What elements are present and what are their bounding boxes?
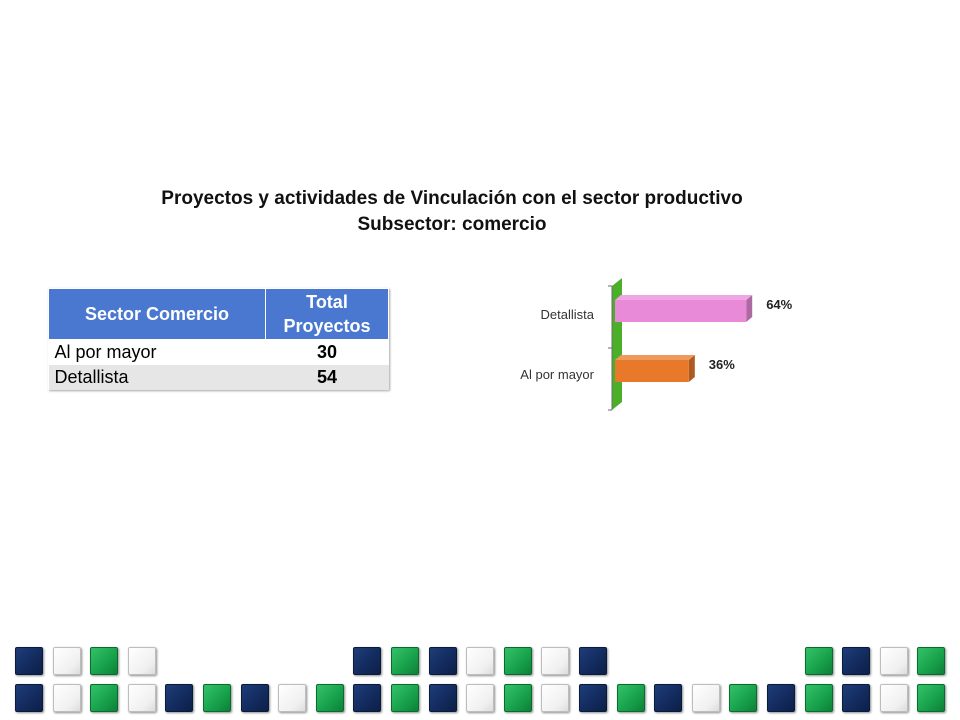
decor-tile [879, 684, 908, 712]
bar [615, 360, 689, 382]
row-value: 30 [265, 339, 389, 365]
decor-tile [127, 647, 156, 675]
decor-tile [503, 647, 532, 675]
column-header-total-word: Total [306, 292, 348, 312]
chart-title: Proyectos y actividades de Vinculación c… [0, 186, 904, 238]
decor-tile [428, 647, 457, 675]
decor-tile [879, 647, 908, 675]
decor-tile [165, 684, 194, 712]
bar-side [746, 295, 753, 322]
decor-tile [90, 647, 119, 675]
decor-tile [767, 684, 795, 712]
bar-top [615, 295, 753, 300]
decor-tile [842, 647, 871, 675]
bar-side [688, 355, 695, 382]
decor-tile [127, 684, 156, 712]
decor-tile [503, 684, 532, 712]
decor-tile [15, 684, 43, 712]
title-line-2: Subsector: comercio [357, 214, 547, 235]
decor-tile [353, 647, 382, 675]
decor-tile [391, 684, 419, 712]
bar-top [615, 355, 695, 360]
decor-tile [466, 647, 495, 675]
decor-tile [240, 684, 269, 712]
decor-tile [391, 647, 419, 675]
decor-tile [691, 684, 720, 712]
row-value: 54 [265, 365, 389, 390]
decor-tile [842, 684, 871, 712]
decor-tile [729, 684, 758, 712]
decor-tile [90, 684, 119, 712]
table-row: Detallista 54 [48, 365, 389, 390]
decor-tile [917, 647, 946, 675]
decor-tile [804, 684, 833, 712]
table-row: Al por mayor 30 [48, 339, 389, 365]
decor-tile [315, 684, 344, 712]
row-label: Al por mayor [48, 339, 266, 365]
decor-tile [52, 647, 81, 675]
bar [615, 300, 747, 322]
decor-tile [616, 684, 645, 712]
decor-tile [654, 684, 683, 712]
column-header-sector: Sector Comercio [48, 288, 266, 340]
decor-tile [579, 647, 607, 675]
row-label: Detallista [48, 365, 266, 390]
decor-tile [917, 684, 946, 712]
column-header-total-word: Proyectos [283, 316, 371, 336]
decor-tile [466, 684, 495, 712]
category-label: Detallista [541, 307, 595, 322]
decor-tile [541, 647, 570, 675]
title-line-1: Proyectos y actividades de Vinculación c… [161, 188, 743, 209]
decor-tile [52, 684, 81, 712]
data-label: 36% [709, 357, 735, 372]
data-label: 64% [766, 297, 792, 312]
decor-tile [541, 684, 570, 712]
decor-tile [15, 647, 43, 675]
category-label: Al por mayor [520, 367, 594, 382]
bar-chart: Detallista 64% Al por mayor 36% [520, 278, 793, 411]
decor-tile [579, 684, 607, 712]
decor-tile [804, 647, 833, 675]
decor-tile [203, 684, 231, 712]
decor-tile [428, 684, 457, 712]
decor-tile [353, 684, 382, 712]
decor-tile [278, 684, 307, 712]
